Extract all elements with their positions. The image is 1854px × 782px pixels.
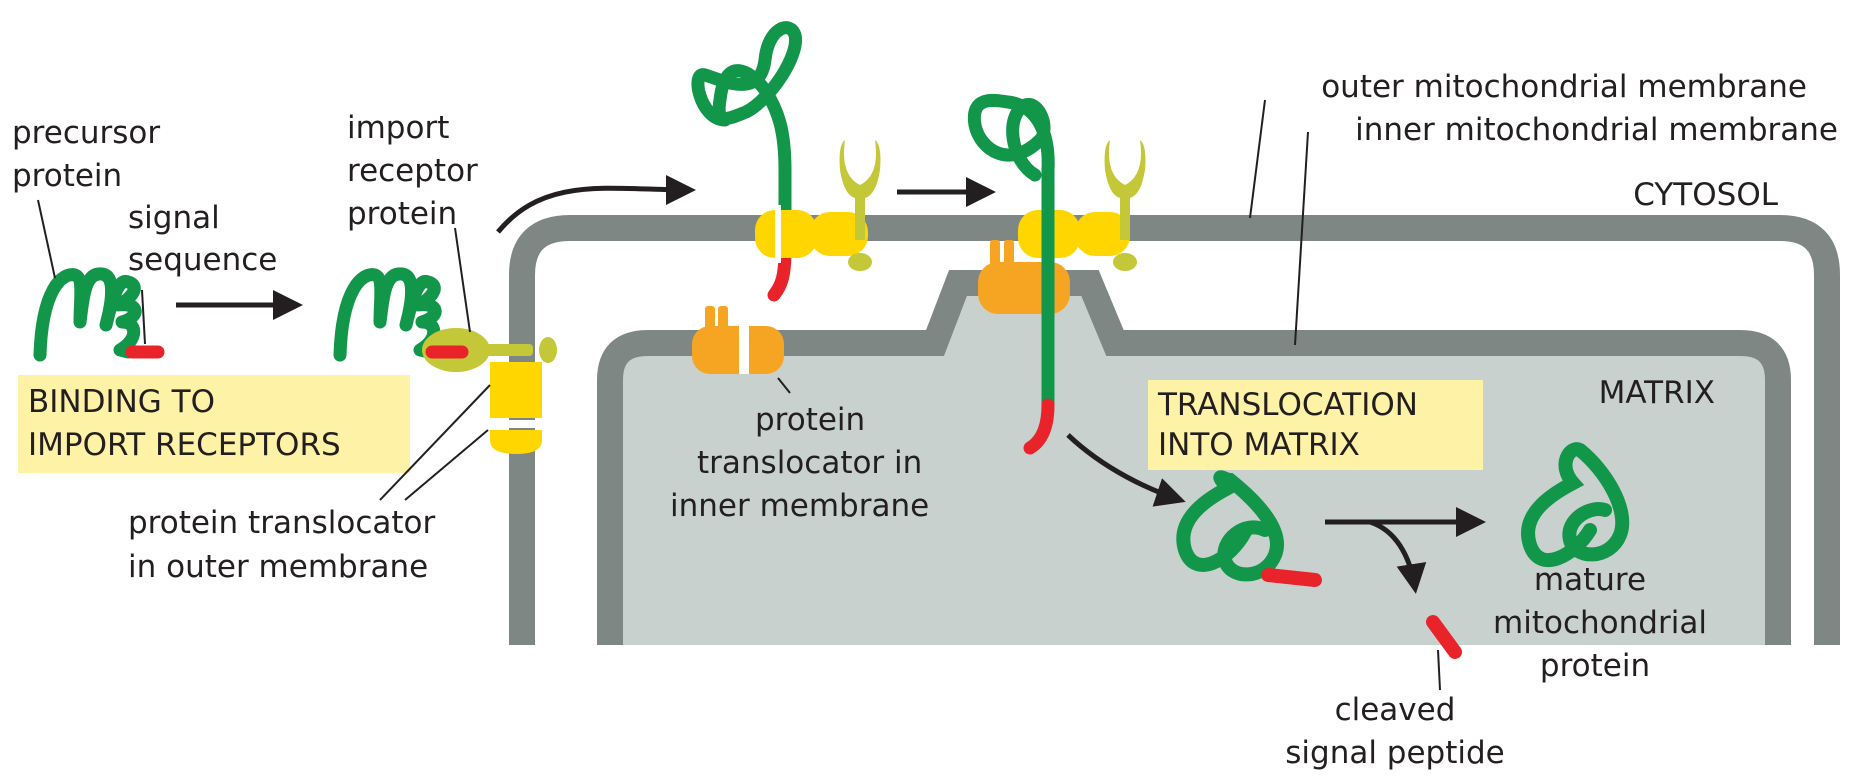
cleaved-signal-peptide <box>1426 615 1462 659</box>
outer-mitochondrial-membrane <box>509 215 1840 645</box>
label-matrix: MATRIX <box>1599 375 1715 411</box>
import-receptor-2 <box>839 140 881 271</box>
outer-translocator-3 <box>1018 210 1130 258</box>
label-inner-mitochondrial-membrane: inner mitochondrial membrane <box>1355 112 1838 148</box>
translocating-protein-2 <box>967 93 1055 455</box>
import-receptor-protein <box>422 328 557 372</box>
svg-text:inner mitochondrial membrane: inner mitochondrial membrane <box>1355 112 1838 148</box>
svg-text:mitochondrial: mitochondrial <box>1493 605 1707 641</box>
svg-text:protein: protein <box>755 402 865 438</box>
label-protein-translocator-outer: protein translocator in outer membrane <box>128 505 435 585</box>
label-outer-mitochondrial-membrane: outer mitochondrial membrane <box>1321 69 1807 105</box>
label-precursor-protein: precursor protein <box>12 115 160 194</box>
svg-text:inner membrane: inner membrane <box>670 488 929 524</box>
svg-text:protein translocator: protein translocator <box>128 505 435 541</box>
import-receptor-3 <box>1104 140 1146 271</box>
svg-text:sequence: sequence <box>128 242 277 278</box>
label-import-receptor-protein: import receptor protein <box>347 110 478 232</box>
step-translocation-line1: TRANSLOCATION <box>1157 387 1418 423</box>
outer-translocator-left <box>490 362 542 454</box>
label-cleaved-signal-peptide: cleaved signal peptide <box>1285 692 1505 771</box>
step-box-binding: BINDING TO IMPORT RECEPTORS <box>18 375 410 473</box>
svg-text:import: import <box>347 110 449 146</box>
label-cytosol: CYTOSOL <box>1633 177 1778 213</box>
label-signal-sequence: signal sequence <box>128 200 277 278</box>
inner-translocator-left <box>692 306 784 374</box>
outer-translocator-2 <box>755 205 868 263</box>
svg-text:signal peptide: signal peptide <box>1285 735 1505 771</box>
label-protein-translocator-inner: protein translocator in inner membrane <box>670 402 929 524</box>
svg-text:in outer membrane: in outer membrane <box>128 549 428 585</box>
arrow-into-matrix <box>1066 433 1186 507</box>
svg-text:protein: protein <box>347 196 457 232</box>
svg-text:precursor: precursor <box>12 115 160 151</box>
bound-precursor-protein <box>333 267 442 362</box>
precursor-protein <box>33 267 165 362</box>
step-binding-line1: BINDING TO <box>28 384 215 420</box>
cleavage-arrows <box>1325 507 1486 594</box>
svg-text:MATRIX: MATRIX <box>1599 375 1715 411</box>
svg-text:protein: protein <box>1540 648 1650 684</box>
svg-text:CYTOSOL: CYTOSOL <box>1633 177 1778 213</box>
svg-text:cleaved: cleaved <box>1335 692 1456 728</box>
svg-text:receptor: receptor <box>347 153 478 189</box>
step-binding-line2: IMPORT RECEPTORS <box>28 427 341 463</box>
svg-text:mature: mature <box>1534 562 1646 598</box>
svg-text:protein: protein <box>12 158 122 194</box>
leader-lines <box>37 99 1441 691</box>
arrow-to-translocation <box>496 174 696 234</box>
step-box-translocation: TRANSLOCATION INTO MATRIX <box>1148 380 1483 470</box>
svg-text:translocator in: translocator in <box>697 445 922 481</box>
step-translocation-line2: INTO MATRIX <box>1158 427 1360 463</box>
mature-mitochondrial-protein <box>1521 442 1630 567</box>
svg-text:outer mitochondrial membrane: outer mitochondrial membrane <box>1321 69 1807 105</box>
svg-text:signal: signal <box>128 200 220 236</box>
folded-protein-with-signal <box>1176 470 1322 587</box>
label-mature-mitochondrial-protein: mature mitochondrial protein <box>1493 562 1707 684</box>
